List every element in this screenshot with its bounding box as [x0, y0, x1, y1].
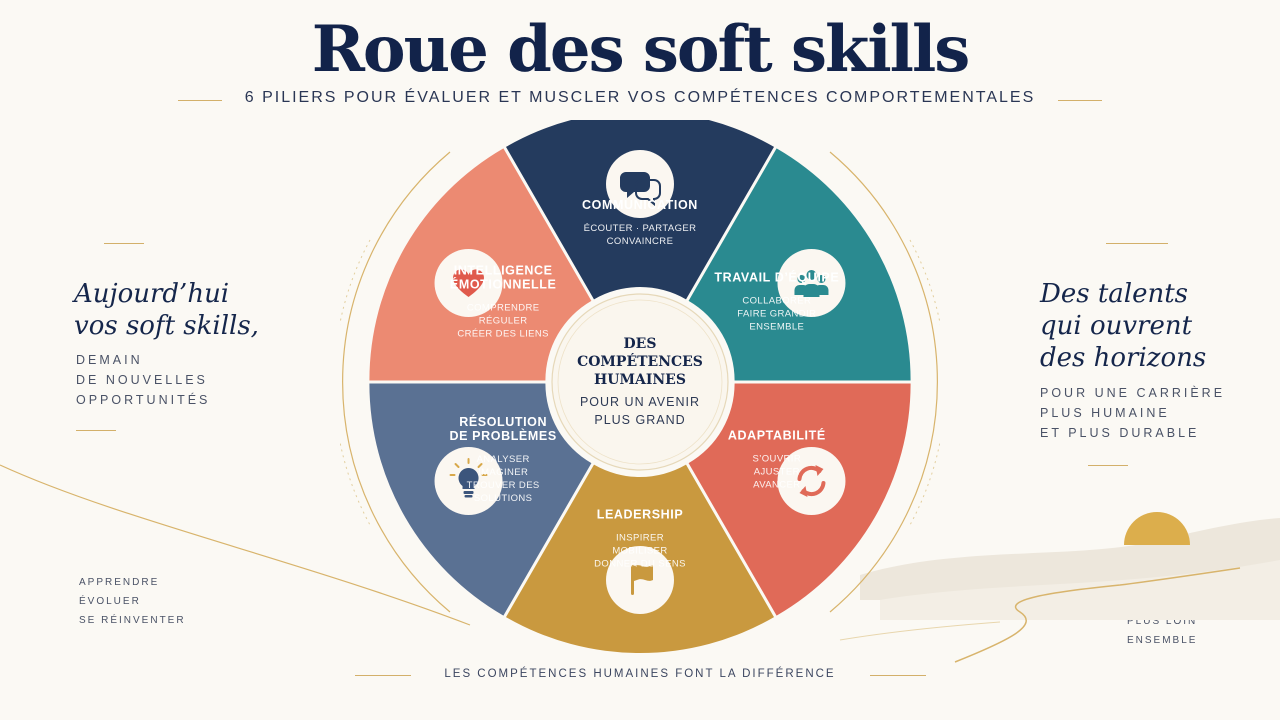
sun-icon	[1124, 512, 1190, 545]
segment-description: FAIRE GRANDIR	[737, 309, 816, 320]
heart-icon	[434, 249, 503, 317]
lightbulb-icon	[434, 447, 503, 515]
segment-title: TRAVAIL D’ÉQUIPE	[714, 270, 839, 285]
segment-title: ÉMOTIONNELLE	[450, 277, 557, 292]
divider	[178, 100, 222, 101]
segment-title: COMMUNICATION	[582, 198, 698, 212]
divider	[104, 243, 144, 244]
center-subtitle: POUR UN AVENIR	[580, 395, 700, 409]
outer-arc-dotted-left	[340, 239, 371, 526]
right-caption: POUR UNE CARRIÈRE PLUS HUMAINE ET PLUS D…	[1040, 383, 1225, 443]
right-bottom-text: PLUS LOIN ENSEMBLE	[1127, 612, 1197, 650]
divider	[355, 675, 411, 676]
left-bottom-text: APPRENDRE ÉVOLUER SE RÉINVENTER	[79, 573, 186, 630]
left-caption-line: OPPORTUNITÉS	[76, 393, 211, 407]
right-caption-line: ET PLUS DURABLE	[1040, 426, 1200, 440]
right-heading-line: des horizons	[1040, 343, 1207, 373]
segment-description: COMPRENDRE	[467, 303, 540, 314]
gold-curve-left	[0, 464, 471, 626]
segment-description: SOLUTIONS	[474, 493, 533, 504]
left-heading-line: Aujourd’hui	[74, 279, 230, 309]
right-caption-line: PLUS HUMAINE	[1040, 406, 1170, 420]
segment-title: LEADERSHIP	[597, 508, 684, 522]
divider	[1058, 100, 1102, 101]
outer-arc-dotted-right	[909, 239, 940, 526]
outer-arc-right	[829, 151, 938, 613]
page-subtitle: 6 PILIERS POUR ÉVALUER ET MUSCLER VOS CO…	[244, 89, 1036, 106]
segment-description: AJUSTER	[754, 467, 800, 478]
segment-description: MOBILISER	[612, 546, 667, 557]
divider	[1106, 243, 1168, 244]
right-heading-line: qui ouvrent	[1040, 311, 1193, 341]
skills-wheel: COMMUNICATION ÉCOUTER · PARTAGER CONVAINCR…	[340, 120, 940, 653]
right-caption-line: POUR UNE CARRIÈRE	[1040, 386, 1226, 400]
divider	[1088, 465, 1128, 466]
segment-description: CRÉER DES LIENS	[457, 329, 549, 340]
segment-title: ADAPTABILITÉ	[728, 428, 826, 443]
right-bottom-line: ENSEMBLE	[1127, 635, 1198, 646]
segment-1: COMMUNICATION ÉCOUTER · PARTAGER CONVAINCR…	[506, 120, 774, 300]
segment-description: AVANCER	[753, 480, 800, 491]
segment-description: ANALYSER	[477, 454, 530, 465]
team-icon	[777, 249, 846, 317]
segment-description: IMAGINER	[478, 467, 528, 478]
segment-description: COLLABORER	[742, 296, 811, 307]
segment-description: S’OUVRIR	[753, 454, 802, 465]
segment-description: ENSEMBLE	[749, 322, 804, 333]
segment-description: TROUVER DES	[467, 480, 540, 491]
segment-4: LEADERSHIP INSPIRER MOBILISER DONNER DU SEN…	[506, 464, 774, 653]
left-heading: Aujourd’hui vos soft skills,	[74, 278, 259, 342]
segment-description: RÉGULER	[479, 316, 528, 327]
river-path	[954, 567, 1241, 663]
right-heading: Des talents qui ouvrent des horizons	[1040, 278, 1206, 374]
left-caption-line: DEMAIN	[76, 353, 143, 367]
flag-icon	[606, 546, 674, 614]
footer-tagline: LES COMPÉTENCES HUMAINES FONT LA DIFFÉRE…	[444, 668, 836, 680]
speech-bubbles-icon	[606, 150, 674, 218]
center-title: HUMAINES	[594, 372, 686, 388]
outer-arc-left	[342, 151, 451, 613]
left-bottom-line: ÉVOLUER	[79, 596, 141, 607]
segment-description: DONNER DU SENS	[594, 559, 686, 570]
center-title: DES	[624, 336, 657, 352]
segment-title: DE PROBLÈMES	[450, 428, 557, 443]
right-heading-line: Des talents	[1040, 279, 1189, 309]
river-path-faint	[839, 621, 1001, 641]
segment-title: INTELLIGENCE	[454, 264, 553, 278]
right-bottom-line: PLUS LOIN	[1127, 616, 1198, 627]
segment-2: TRAVAIL D’ÉQUIPE COLLABORER FAIRE GRANDIR E…	[688, 148, 911, 381]
page-title: Roue des soft skills	[311, 12, 971, 87]
segment-3: ADAPTABILITÉ S’OUVRIR AJUSTER AVANCER	[688, 383, 911, 616]
divider	[76, 430, 116, 431]
segment-description: ÉCOUTER · PARTAGER	[584, 223, 697, 234]
left-bottom-line: APPRENDRE	[79, 577, 160, 588]
segment-description: INSPIRER	[616, 533, 664, 544]
center-subtitle: PLUS GRAND	[594, 413, 685, 427]
left-heading-line: vos soft skills,	[74, 311, 259, 341]
center-title: COMPÉTENCES	[577, 352, 703, 370]
left-caption: DEMAIN DE NOUVELLES OPPORTUNITÉS	[76, 350, 210, 410]
left-bottom-line: SE RÉINVENTER	[79, 615, 186, 626]
divider	[870, 675, 926, 676]
segment-description: CONVAINCRE	[607, 236, 674, 247]
arrows-cycle-icon	[777, 447, 846, 515]
left-caption-line: DE NOUVELLES	[76, 373, 208, 387]
segment-title: RÉSOLUTION	[459, 414, 547, 429]
